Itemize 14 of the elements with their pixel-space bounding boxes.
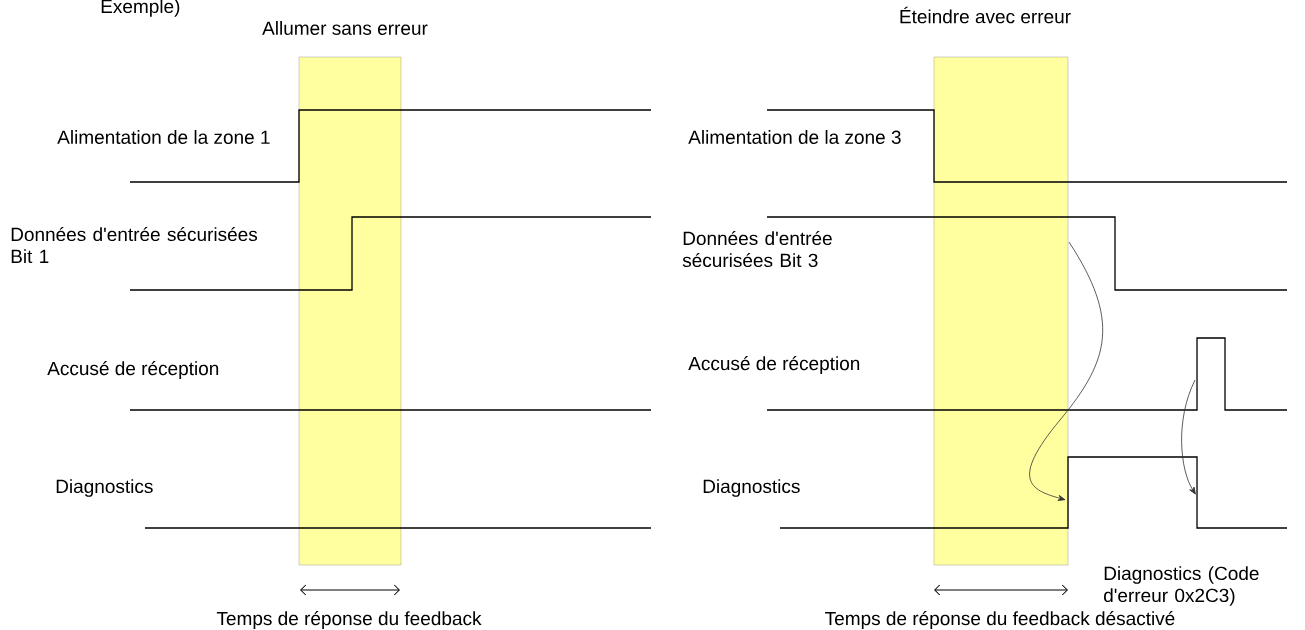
signal-name: Accusé de réception xyxy=(47,361,219,379)
signal-name: Accusé de réception xyxy=(688,356,860,374)
signal-name: Données d'entrée sécurisées Bit 1 xyxy=(11,226,258,264)
example-label: Exemple) xyxy=(101,0,180,17)
signal-name: Alimentation de la zone 1 xyxy=(57,130,270,144)
signal-name: Alimentation de la zone 3 xyxy=(688,130,901,144)
signal-name: Diagnostics xyxy=(703,479,800,497)
signal-name: Diagnostics xyxy=(56,479,153,497)
caption-text: Temps de réponse du feedback désactivé xyxy=(825,611,1175,629)
panel-title: Éteindre avec erreur xyxy=(900,6,1071,24)
signal-name: Données d'entrée sécurisées Bit 3 xyxy=(682,230,832,268)
panel-title: Allumer sans erreur xyxy=(262,21,428,35)
caption-text: Temps de réponse du feedback xyxy=(216,611,482,629)
annotation-text: Diagnostics (Code d'erreur 0x2C3) xyxy=(1104,566,1259,606)
